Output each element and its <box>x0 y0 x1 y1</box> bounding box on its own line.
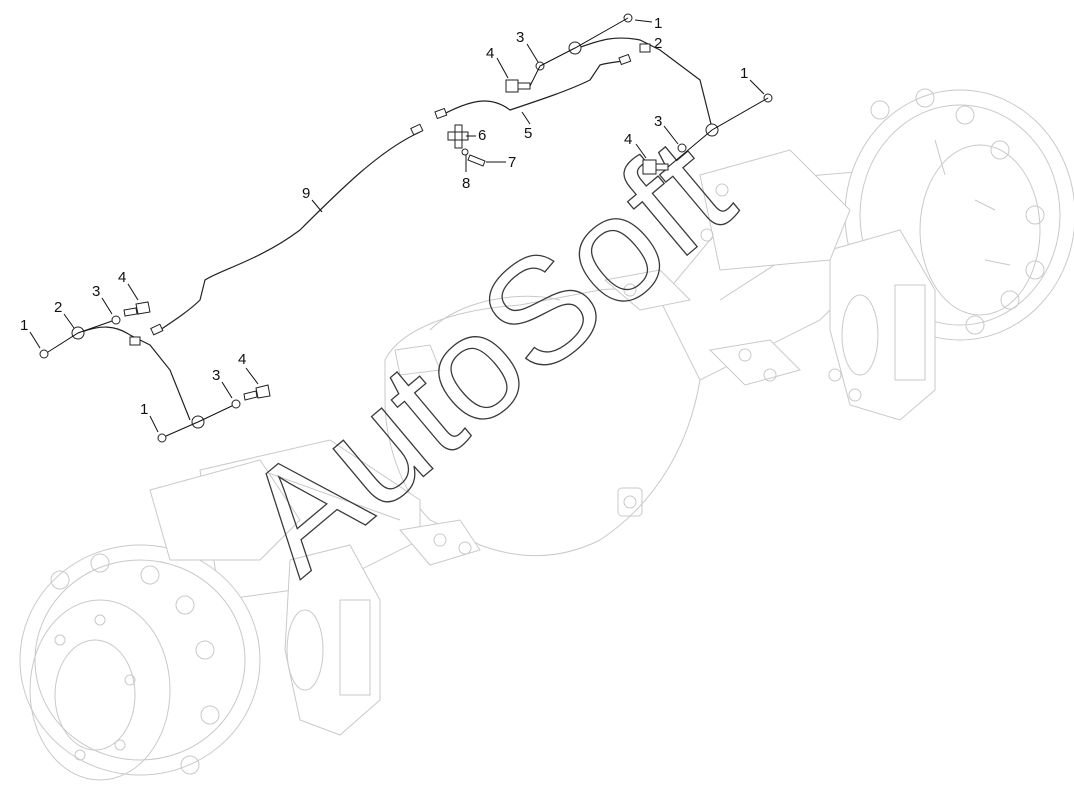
callout-labels: 1 2 3 4 5 1 3 4 6 7 8 9 1 2 3 4 <box>20 15 765 433</box>
washer-3-left-upper <box>111 315 121 325</box>
washer-8 <box>461 148 469 156</box>
pipe-9-end-fitting-bottom <box>150 323 164 336</box>
callout-1: 1 <box>654 15 662 32</box>
callout-4: 4 <box>486 45 494 62</box>
washer-3-left-lower <box>231 399 241 409</box>
callout-4: 4 <box>238 351 246 368</box>
brake-pipe-5 <box>439 59 629 117</box>
bolt-4-left-lower <box>243 384 271 401</box>
callout-9: 9 <box>302 185 310 202</box>
washer-3-right <box>677 143 687 153</box>
bolt-7 <box>467 154 486 167</box>
callout-4: 4 <box>624 131 632 148</box>
union-fitting-upper-right <box>639 43 651 53</box>
callout-5: 5 <box>524 125 532 142</box>
bolt-4-left-upper <box>123 301 151 317</box>
pipe-5-end-fitting-left <box>434 107 448 120</box>
callout-8: 8 <box>462 175 470 192</box>
pipe-5-end-fitting-right <box>618 53 632 66</box>
pipe-9-end-fitting-top <box>410 123 424 136</box>
callout-2: 2 <box>54 299 62 316</box>
brake-line-assembly <box>39 13 773 443</box>
callout-6: 6 <box>478 127 486 144</box>
callout-3: 3 <box>92 283 100 300</box>
axle-housing-illustration <box>19 88 1074 781</box>
tee-fitting-6 <box>447 124 469 149</box>
callout-7: 7 <box>508 154 516 171</box>
washer-1-left-upper <box>39 349 49 359</box>
bolt-4-top <box>505 79 531 93</box>
brake-pipe-9 <box>159 131 421 331</box>
callout-1: 1 <box>140 401 148 418</box>
callout-3: 3 <box>516 29 524 46</box>
washer-1-left-lower <box>157 433 167 443</box>
bolt-4-right <box>642 159 669 175</box>
brake-pipe-2-upper-right <box>577 37 713 129</box>
brake-pipe-2-left <box>81 326 191 421</box>
callout-1: 1 <box>20 317 28 334</box>
union-fitting-left <box>129 336 141 346</box>
callout-3: 3 <box>212 367 220 384</box>
callout-2: 2 <box>654 35 662 52</box>
callout-3: 3 <box>654 113 662 130</box>
callout-4: 4 <box>118 269 126 286</box>
callout-1: 1 <box>740 65 748 82</box>
